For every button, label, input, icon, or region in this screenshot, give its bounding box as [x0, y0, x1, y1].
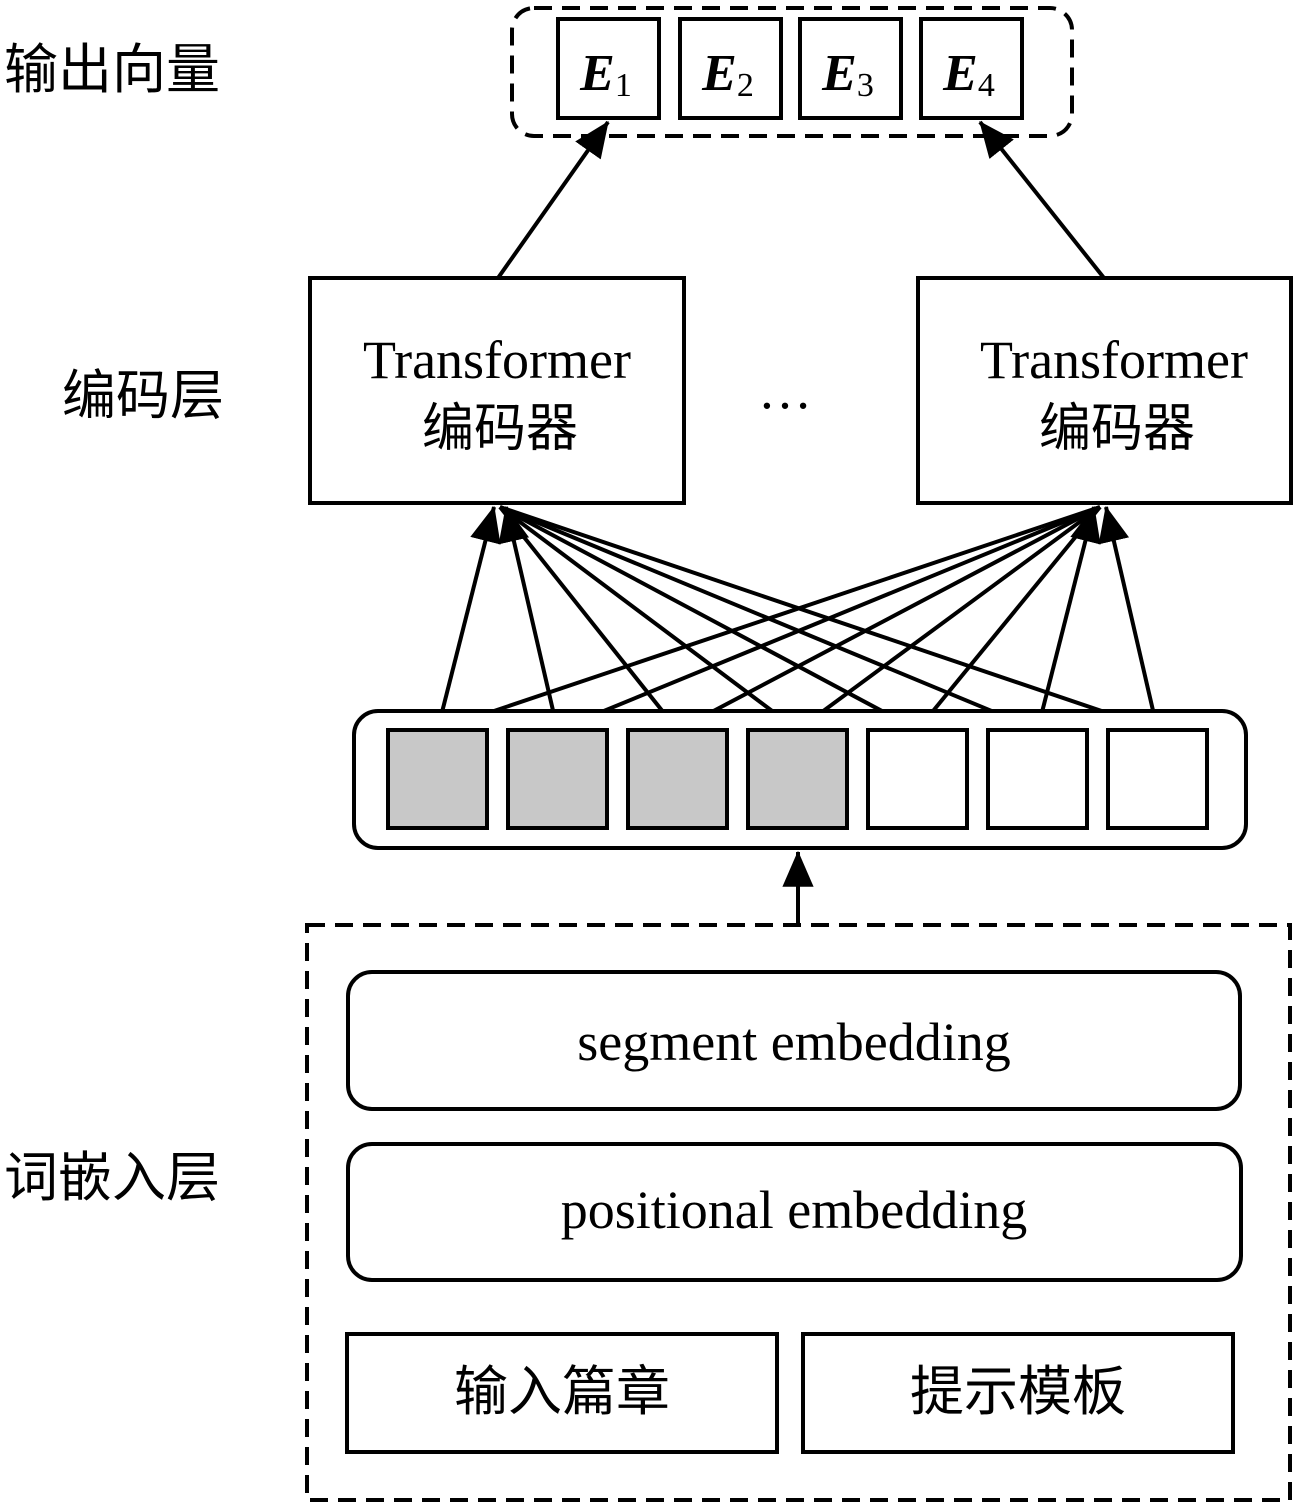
output-vector-2: E2	[678, 17, 783, 120]
output-vector-group	[510, 6, 1074, 138]
transformer-encoder-right: Transformer 编码器	[916, 276, 1293, 505]
token-filled	[506, 728, 609, 830]
token-filled	[626, 728, 729, 830]
transformer-encoder-left: Transformer 编码器	[308, 276, 686, 505]
token-encoder-connection	[498, 505, 560, 731]
output-vectors: E1 E2 E3 E4	[556, 17, 1024, 120]
token-filled	[746, 728, 849, 830]
layer-label-encoder: 编码层	[62, 364, 224, 427]
output-vector-box	[678, 17, 783, 120]
token-encoder-connection	[499, 505, 1159, 732]
output-vector-1: E1	[556, 17, 661, 120]
output-vector-label: E1	[579, 45, 632, 104]
token-empty	[866, 728, 969, 830]
positional-embedding-box	[346, 1142, 1243, 1282]
prompt-template-box	[801, 1332, 1235, 1454]
token-encoder-connection	[915, 505, 1102, 732]
output-vector-3: E3	[798, 17, 903, 120]
token-encoder-connection	[498, 505, 799, 732]
token-encoder-connection	[498, 505, 680, 732]
output-vector-label: E4	[942, 45, 995, 104]
token-encoder-connection	[499, 505, 1039, 732]
output-vector-4: E4	[919, 17, 1024, 120]
input-passage-label: 输入篇章	[454, 1360, 670, 1423]
output-vector-label: E2	[701, 45, 754, 104]
token-encoder-connections	[435, 505, 1160, 732]
token-filled	[386, 728, 489, 830]
prompt-template-label: 提示模板	[910, 1360, 1126, 1423]
token-empty	[1106, 728, 1209, 830]
encoder-to-output-arrow	[496, 120, 610, 280]
input-passage-box	[345, 1332, 779, 1454]
encoder-title: Transformer	[980, 330, 1248, 390]
token-encoder-connection	[1098, 505, 1160, 731]
layer-label-output: 输出向量	[4, 38, 220, 101]
segment-embedding-box	[346, 970, 1242, 1111]
positional-embedding-label: positional embedding	[561, 1180, 1027, 1240]
token-empty	[986, 728, 1089, 830]
token-sequence	[386, 728, 1209, 830]
segment-embedding-label: segment embedding	[577, 1012, 1010, 1072]
encoder-subtitle: 编码器	[1039, 399, 1195, 459]
encoder-title: Transformer	[363, 330, 631, 390]
token-encoder-connection	[499, 505, 919, 732]
encoder-to-output-arrow	[978, 120, 1106, 280]
layer-label-embedding: 词嵌入层	[4, 1146, 220, 1209]
output-vector-label: E3	[821, 45, 874, 104]
output-vector-box	[919, 17, 1024, 120]
encoder-subtitle: 编码器	[422, 399, 578, 459]
token-encoder-connection	[435, 505, 501, 731]
output-vector-box	[798, 17, 903, 120]
encoder-ellipsis: …	[758, 360, 812, 420]
token-encoder-connection	[676, 505, 1101, 732]
output-vector-box	[556, 17, 661, 120]
token-encoder-connection	[1035, 505, 1101, 731]
